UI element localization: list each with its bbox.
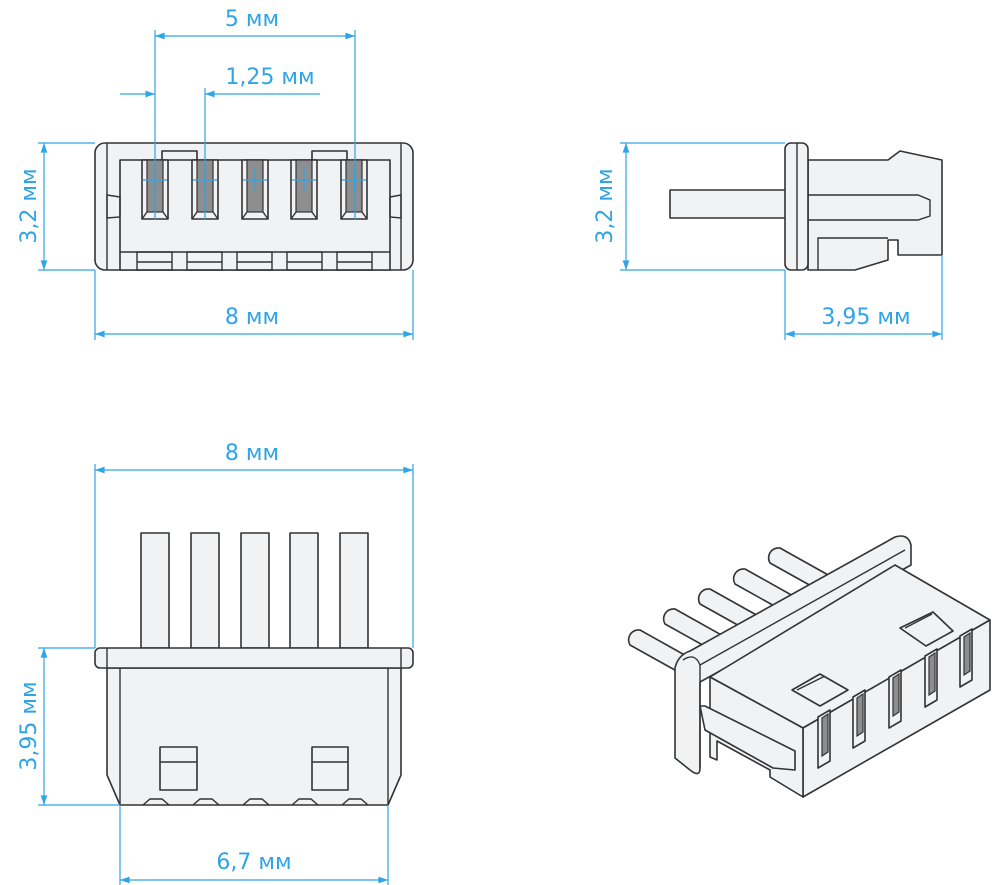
- front-pitch-label: 1,25 мм: [225, 65, 314, 90]
- top-width-label: 8 мм: [225, 441, 279, 466]
- front-height-label: 3,2 мм: [17, 168, 42, 243]
- side-height-label: 3,2 мм: [593, 168, 618, 243]
- top-inner-width-label: 6,7 мм: [216, 850, 291, 875]
- top-view: 8 мм 3,95 мм 6,7 мм: [17, 441, 414, 885]
- isometric-view: [627, 535, 991, 798]
- side-depth-label: 3,95 мм: [821, 305, 910, 330]
- top-depth-label: 3,95 мм: [17, 681, 42, 770]
- front-width-label: 8 мм: [225, 305, 279, 330]
- front-span-label: 5 мм: [225, 7, 279, 32]
- side-view: 3,2 мм 3,95 мм: [593, 142, 943, 340]
- front-view: 5 мм 1,25 мм 3,2 мм 8 мм: [17, 7, 414, 340]
